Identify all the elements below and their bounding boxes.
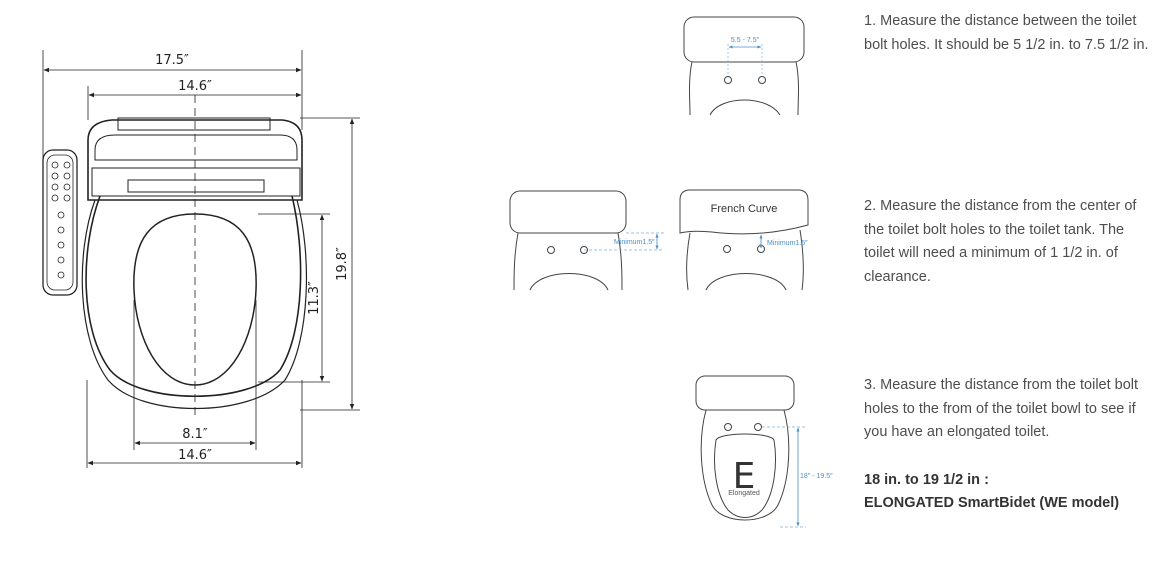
instruction-step-2: 2. Measure the distance from the center … (864, 198, 1137, 285)
dim-opening-width: 8.1″ (182, 427, 208, 442)
french-curve-diagram (679, 189, 809, 291)
bowl-length-label: 18″ - 19.5″ (800, 473, 833, 480)
bolt-spacing-label: 5.5 - 7.5″ (731, 37, 760, 44)
dim-opening-length: 11.3″ (307, 281, 322, 315)
elongated-diagram (695, 375, 806, 528)
bolt-spacing-diagram (683, 16, 805, 116)
elongated-answer: 18 in. to 19 1/2 in : ELONGATED SmartBid… (864, 469, 1154, 515)
elongated-letter: E (733, 456, 756, 497)
answer-range: 18 in. to 19 1/2 in : (864, 472, 989, 488)
dim-overall-width: 17.5″ (155, 53, 189, 68)
dim-seat-width-top: 14.6″ (178, 79, 212, 94)
instruction-step-3: 3. Measure the distance from the toilet … (864, 377, 1139, 440)
answer-model: ELONGATED SmartBidet (WE model) (864, 495, 1120, 511)
dim-seat-width-bottom: 14.6″ (178, 448, 212, 463)
instruction-step-1: 1. Measure the distance between the toil… (864, 13, 1149, 53)
clearance-diagram (509, 190, 664, 291)
clearance-min-small-label: Minimum1.5″ (767, 240, 808, 247)
clearance-min-label: Minimum1.5″ (614, 239, 655, 246)
elongated-label: Elongated (728, 490, 760, 497)
remote-control (42, 149, 78, 296)
french-curve-label: French Curve (711, 203, 778, 215)
dim-overall-length: 19.8″ (335, 247, 350, 281)
seat-top-view (42, 50, 360, 468)
